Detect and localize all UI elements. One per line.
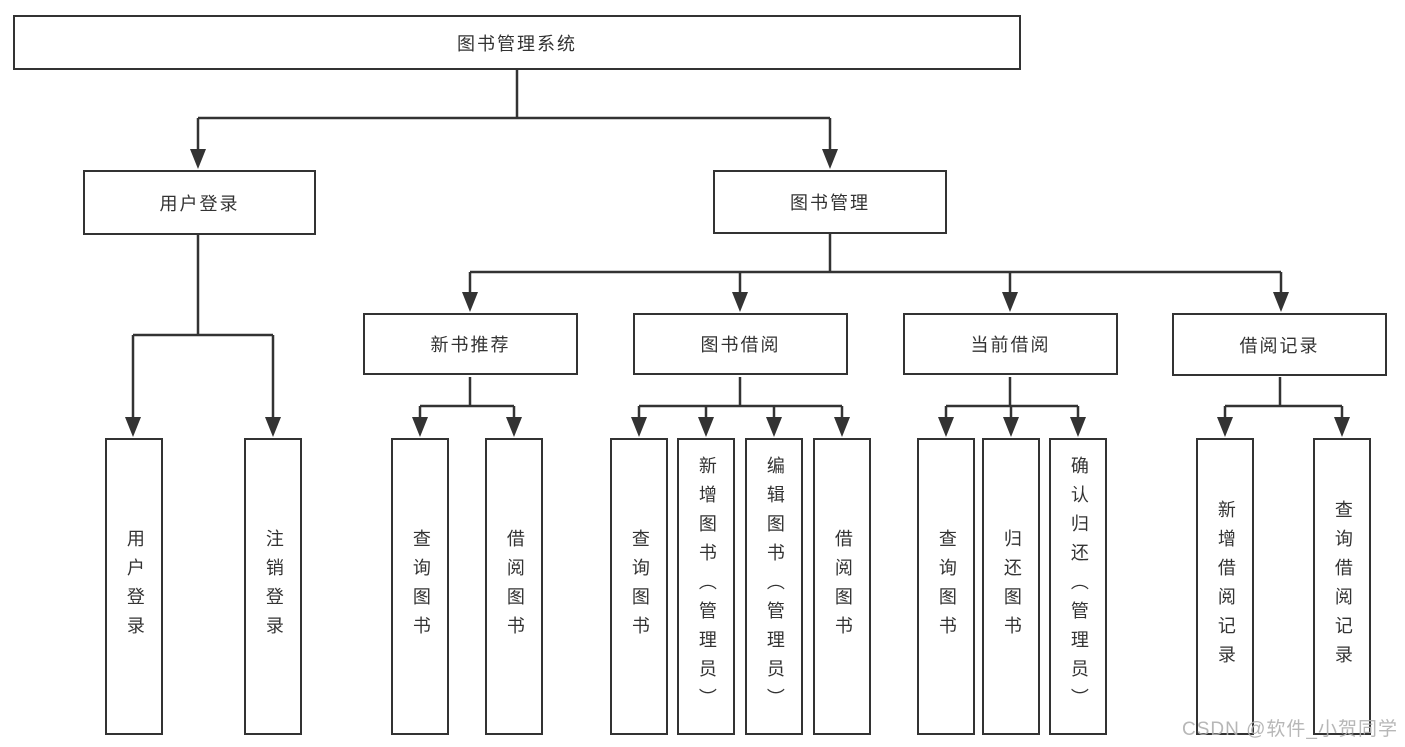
leaf-current-query-books: 查询图书: [917, 438, 975, 735]
arrow-icon: [698, 417, 714, 437]
leaf-recommend-borrow-books: 借阅图书: [485, 438, 543, 735]
arrow-icon: [125, 417, 141, 437]
arrow-icon: [1070, 417, 1086, 437]
leaf-borrow-add-books-admin-label: 新增图书（管理员）: [696, 456, 717, 717]
leaf-recommend-query-books: 查询图书: [391, 438, 449, 735]
leaf-records-add-record-label: 新增借阅记录: [1215, 499, 1236, 674]
arrow-icon: [732, 292, 748, 312]
node-current-borrow-label: 当前借阅: [970, 335, 1051, 355]
leaf-user-login-label: 用户登录: [124, 528, 145, 645]
arrow-icon: [631, 417, 647, 437]
leaf-records-query-record-label: 查询借阅记录: [1332, 499, 1353, 674]
leaf-borrow-edit-books-admin: 编辑图书（管理员）: [745, 438, 803, 735]
node-book-borrow: 图书借阅: [633, 313, 848, 375]
leaf-borrow-borrow-books: 借阅图书: [813, 438, 871, 735]
leaf-borrow-query-books-label: 查询图书: [629, 528, 650, 645]
arrow-icon: [1003, 417, 1019, 437]
node-new-book-recommend: 新书推荐: [363, 313, 578, 375]
leaf-borrow-add-books-admin: 新增图书（管理员）: [677, 438, 735, 735]
leaf-current-return-books: 归还图书: [982, 438, 1040, 735]
arrow-icon: [822, 149, 838, 169]
leaf-current-return-books-label: 归还图书: [1001, 528, 1022, 645]
arrow-icon: [1217, 417, 1233, 437]
leaf-current-confirm-return-admin-label: 确认归还（管理员）: [1068, 456, 1089, 717]
node-borrow-records: 借阅记录: [1172, 313, 1387, 376]
node-book-management-label: 图书管理: [790, 193, 870, 213]
leaf-user-login: 用户登录: [105, 438, 163, 735]
arrow-icon: [1273, 292, 1289, 312]
arrowheads: [125, 149, 1350, 437]
arrow-icon: [1002, 292, 1018, 312]
node-book-borrow-label: 图书借阅: [700, 335, 781, 355]
node-current-borrow: 当前借阅: [903, 313, 1118, 375]
arrow-icon: [766, 417, 782, 437]
node-user-login: 用户登录: [83, 170, 316, 235]
arrow-icon: [265, 417, 281, 437]
leaf-logout-label: 注销登录: [263, 528, 284, 645]
node-root-label: 图书管理系统: [457, 33, 577, 54]
node-borrow-records-label: 借阅记录: [1239, 335, 1320, 356]
leaf-borrow-edit-books-admin-label: 编辑图书（管理员）: [764, 456, 785, 717]
leaf-recommend-borrow-books-label: 借阅图书: [504, 528, 525, 645]
arrow-icon: [506, 417, 522, 437]
arrow-icon: [190, 149, 206, 169]
arrow-icon: [462, 292, 478, 312]
leaf-current-query-books-label: 查询图书: [936, 528, 957, 645]
arrow-icon: [1334, 417, 1350, 437]
node-book-management: 图书管理: [713, 170, 947, 234]
node-root: 图书管理系统: [13, 15, 1021, 70]
arrow-icon: [834, 417, 850, 437]
leaf-records-query-record: 查询借阅记录: [1313, 438, 1371, 735]
leaf-logout: 注销登录: [244, 438, 302, 735]
leaf-current-confirm-return-admin: 确认归还（管理员）: [1049, 438, 1107, 735]
arrow-icon: [412, 417, 428, 437]
leaf-recommend-query-books-label: 查询图书: [410, 528, 431, 645]
arrow-icon: [938, 417, 954, 437]
node-new-book-recommend-label: 新书推荐: [430, 335, 511, 355]
leaf-records-add-record: 新增借阅记录: [1196, 438, 1254, 735]
connector-paths: [131, 70, 1344, 421]
leaf-borrow-query-books: 查询图书: [610, 438, 668, 735]
leaf-borrow-borrow-books-label: 借阅图书: [832, 528, 853, 645]
node-user-login-label: 用户登录: [159, 193, 240, 214]
